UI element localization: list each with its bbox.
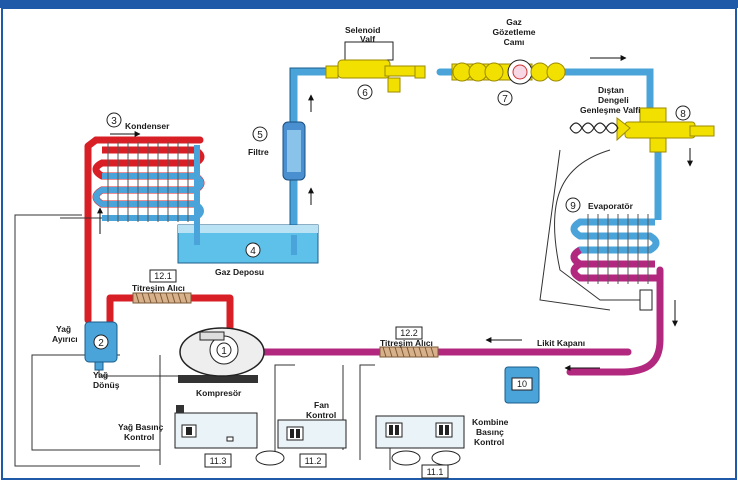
oil-pressure-label-2: Kontrol	[124, 432, 154, 442]
gas-tank	[177, 145, 319, 264]
fan-control	[277, 419, 347, 449]
vibration-absorber-2	[379, 346, 439, 358]
combined-label-1: Kombine	[472, 417, 509, 427]
oil-return-line	[98, 370, 180, 377]
oil-pressure-number: 11.3	[210, 456, 227, 466]
fan-control-number: 11.2	[305, 456, 322, 466]
fan-control-number-box	[299, 453, 327, 468]
compressor-label: Kompresör	[196, 388, 242, 398]
absorber-1-label: Titreşim Alıcı	[132, 283, 185, 293]
absorber-2-number: 12.2	[400, 328, 418, 338]
sight-glass-number: 7	[502, 94, 508, 105]
condenser-label: Kondenser	[125, 121, 170, 131]
evaporator-number: 9	[570, 201, 576, 212]
absorber-1-number: 12.1	[154, 271, 172, 281]
combined-pressure-control	[375, 415, 465, 466]
absorber-2-number-box	[395, 326, 423, 340]
compressor-number: 1	[221, 346, 227, 357]
fan-control-label-1: Fan	[314, 400, 329, 410]
suction-line	[251, 266, 664, 376]
combined-label-3: Kontrol	[474, 437, 504, 447]
sight-glass-label-1: Gaz	[506, 17, 522, 27]
expansion-number: 8	[680, 109, 686, 120]
vibration-absorber-1	[132, 292, 192, 304]
evaporator-number-circle	[565, 197, 581, 213]
condenser-number-circle	[106, 112, 122, 128]
solenoid-valve	[325, 41, 426, 93]
oil-separator-number-circle	[93, 334, 109, 350]
absorber-1-number-box	[149, 269, 177, 283]
sight-glass-label-3: Camı	[504, 37, 525, 47]
oil-return-label-2: Dönüş	[93, 380, 120, 390]
liquid-trap-number: 10	[517, 379, 527, 389]
filter-label: Filtre	[248, 147, 269, 157]
solenoid-label-2: Valf	[360, 34, 375, 44]
expansion-label-3: Genleşme Valfi	[580, 105, 640, 115]
combined-label-2: Basınç	[476, 427, 504, 437]
combined-number: 11.1	[427, 467, 444, 477]
condenser-number: 3	[111, 116, 117, 127]
oil-pressure-number-box	[204, 453, 232, 468]
oil-pressure-control	[174, 405, 285, 466]
gas-tank-label: Gaz Deposu	[215, 267, 264, 277]
frame-border	[1, 7, 737, 480]
gas-tank-number: 4	[250, 246, 256, 257]
solenoid-number-circle	[357, 84, 373, 100]
filter	[282, 121, 306, 181]
expansion-label-1: Dıştan	[598, 85, 624, 95]
sight-glass-label-2: Gözetleme	[493, 27, 536, 37]
expansion-number-circle	[675, 105, 691, 121]
sight-glass	[451, 59, 566, 85]
expansion-label-2: Dengeli	[598, 95, 629, 105]
combined-number-box	[421, 464, 449, 479]
filter-number: 5	[257, 130, 263, 141]
control-wires	[14, 149, 640, 470]
liquid-trap-label: Likit Kapanı	[537, 338, 585, 348]
absorber-2-label: Titreşim Alıcı	[380, 338, 433, 348]
oil-separator-label-1: Yağ	[56, 324, 71, 334]
compressor-number-circle	[216, 342, 232, 358]
oil-separator-number: 2	[98, 338, 104, 349]
expansion-valve	[569, 107, 715, 153]
solenoid-label-1: Selenoid	[345, 25, 380, 35]
condenser	[60, 142, 205, 222]
solenoid-number: 6	[362, 88, 368, 99]
gas-tank-number-circle	[245, 242, 261, 258]
fan-control-label-2: Kontrol	[306, 410, 336, 420]
sight-glass-number-circle	[497, 90, 513, 106]
frame-top-bar	[0, 0, 738, 8]
oil-pressure-label-1: Yağ Basınç	[118, 422, 164, 432]
evaporator	[570, 214, 660, 311]
liquid-trap-number-box	[511, 377, 533, 391]
oil-return-label-1: Yağ	[93, 370, 108, 380]
filter-number-circle	[252, 126, 268, 142]
evaporator-label: Evaporatör	[588, 201, 634, 211]
oil-separator-label-2: Ayırıcı	[52, 334, 78, 344]
